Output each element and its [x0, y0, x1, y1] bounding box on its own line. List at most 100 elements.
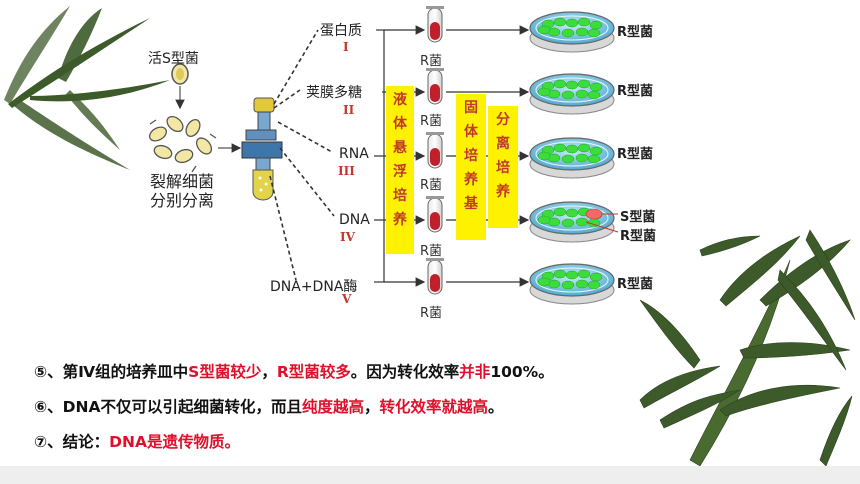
- component-rna: RNA: [339, 146, 369, 162]
- solid-char: 固: [464, 100, 478, 116]
- roman-II: II: [343, 103, 355, 117]
- colony-mark: [561, 280, 575, 290]
- flow-arrows: [374, 25, 530, 287]
- colony-mark: [577, 79, 591, 89]
- liquid-char: 养: [393, 212, 407, 228]
- result-text: R型菌: [617, 147, 654, 162]
- test-tube-icon: [426, 196, 444, 233]
- colony-mark: [561, 28, 575, 38]
- result-label-4b: R型菌: [620, 225, 656, 244]
- conclusion-text: 。因为转化效率: [350, 363, 460, 381]
- colony-mark: [561, 218, 575, 228]
- conclusion-text: ⑤、第Ⅳ组的培养皿中: [34, 363, 189, 381]
- s-bacterium-icon: [171, 63, 189, 110]
- tube-label-5: R菌: [420, 306, 443, 321]
- test-tubes: [426, 6, 444, 295]
- conclusion-text: ⑥、DNA不仅可以引起细菌转化，而且: [34, 398, 302, 416]
- highlight-text: 并非: [459, 363, 491, 381]
- colony-mark: [589, 20, 603, 30]
- roman-V: V: [342, 292, 352, 306]
- colony-mark: [589, 82, 603, 92]
- s-bacteria-label: 活S型菌: [148, 51, 199, 67]
- solid-char: 基: [464, 196, 478, 212]
- colony-mark: [575, 279, 589, 289]
- component-dna-dnase: DNA+DNA酶: [270, 279, 358, 295]
- conclusion-text: 。: [488, 398, 504, 416]
- separation-culture-box: 分 离 培 养: [488, 106, 518, 228]
- colony-mark: [577, 269, 591, 279]
- lyse-caption-line2: 分别分离: [150, 191, 215, 210]
- petri-dish-icon: [529, 73, 615, 115]
- liquid-char: 培: [393, 188, 407, 204]
- lyse-caption-line1: 裂解细菌: [150, 172, 215, 191]
- result-label-5: R型菌: [617, 273, 653, 292]
- colony-mark: [587, 154, 601, 164]
- dashed-connector-lines: [269, 29, 335, 281]
- petri-dishes: [529, 11, 619, 305]
- lysed-cells-icon: [148, 115, 217, 173]
- test-tube-icon: [426, 258, 444, 295]
- colony-mark: [537, 215, 551, 225]
- colony-mark: [553, 207, 567, 217]
- highlight-text: R型菌较多: [276, 363, 351, 381]
- result-label-4a: S型菌: [620, 206, 655, 225]
- liquid-char: 浮: [393, 164, 407, 180]
- separation-apparatus-icon: [241, 97, 283, 201]
- solid-char: 培: [464, 148, 478, 164]
- colony-mark: [565, 18, 579, 28]
- petri-dish-icon: [529, 201, 619, 243]
- highlight-text: S型菌较少: [188, 363, 262, 381]
- conclusion-text: 100%。: [490, 363, 554, 381]
- colony-mark: [587, 28, 601, 38]
- colony-mark: [553, 17, 567, 27]
- liquid-culture-box: 液 体 悬 浮 培 养: [386, 86, 414, 254]
- conclusion-text: ⑦、结论：: [34, 433, 110, 451]
- colony-mark: [587, 280, 601, 290]
- colony-mark: [553, 143, 567, 153]
- conclusion-7: ⑦、结论：DNA是遗传物质。: [34, 430, 240, 452]
- colony-mark: [537, 87, 551, 97]
- roman-III: III: [338, 164, 355, 178]
- colony-mark: [575, 153, 589, 163]
- petri-dish-icon: [529, 263, 615, 305]
- colony-mark: [577, 143, 591, 153]
- test-tube-icon: [426, 68, 444, 105]
- liquid-char: 液: [393, 92, 407, 108]
- tube-label-2: R菌: [420, 114, 443, 129]
- colony-mark: [575, 27, 589, 37]
- result-text: R型菌: [620, 229, 657, 244]
- bamboo-top-left-decoration: [4, 6, 170, 170]
- tube-label-1: R菌: [420, 54, 443, 69]
- highlight-text: 纯度越高: [301, 398, 364, 416]
- colony-mark: [589, 146, 603, 156]
- colony-mark: [589, 272, 603, 282]
- colony-mark: [565, 80, 579, 90]
- result-label-1: R型菌: [617, 21, 653, 40]
- tube-label-3: R菌: [420, 178, 443, 193]
- colony-mark: [537, 25, 551, 35]
- result-text: S型菌: [620, 210, 656, 225]
- colony-mark: [561, 154, 575, 164]
- petri-dish-icon: [529, 137, 615, 179]
- s-colony-mark: [585, 208, 603, 220]
- bamboo-bottom-right-decoration: [639, 229, 856, 467]
- colony-mark: [553, 79, 567, 89]
- separation-char: 培: [496, 160, 510, 176]
- liquid-char: 体: [393, 116, 407, 132]
- liquid-char: 悬: [393, 140, 407, 156]
- separation-char: 养: [496, 184, 510, 200]
- highlight-text: 转化效率就越高: [379, 398, 489, 416]
- component-capsule-polysaccharide: 荚膜多糖: [306, 85, 362, 101]
- tube-label-4: R菌: [420, 244, 443, 259]
- colony-mark: [537, 151, 551, 161]
- result-text: R型菌: [617, 25, 654, 40]
- conclusion-text: ，: [261, 363, 277, 381]
- highlight-text: DNA是遗传物质。: [109, 433, 240, 451]
- test-tube-icon: [426, 6, 444, 43]
- colony-mark: [575, 89, 589, 99]
- solid-char: 养: [464, 172, 478, 188]
- component-protein: 蛋白质: [320, 23, 362, 39]
- test-tube-icon: [426, 132, 444, 169]
